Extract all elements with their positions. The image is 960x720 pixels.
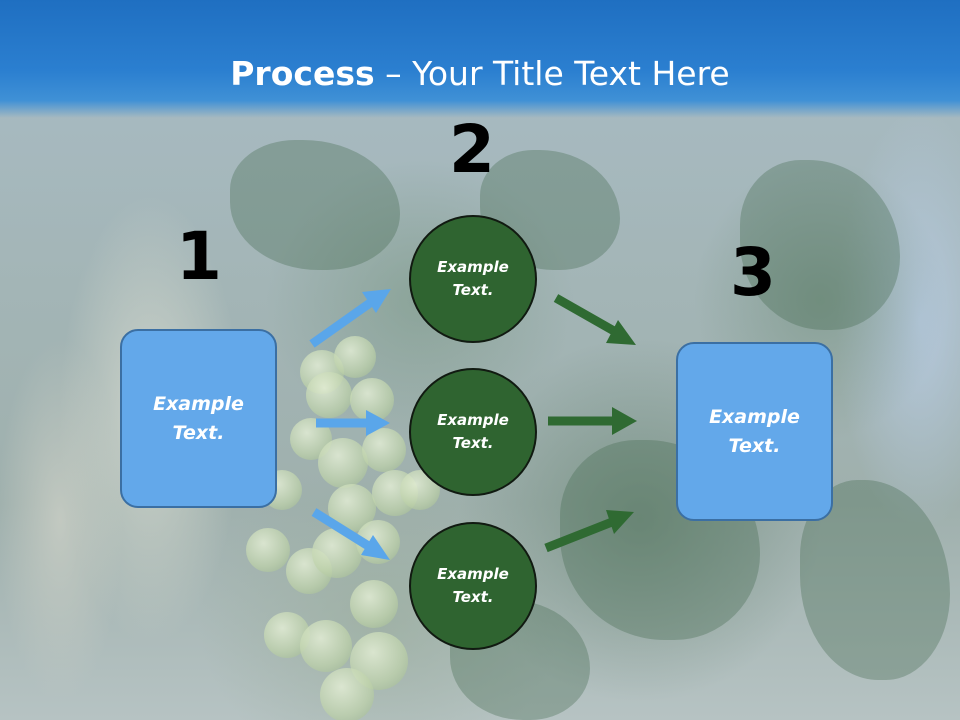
circle-top-text: Example Text. [437,258,509,299]
title-bar [0,0,960,118]
left-box[interactable]: Example Text. [120,329,277,508]
title-bold: Process [230,54,375,93]
circle-bottom[interactable]: Example Text. [409,522,537,650]
slide-title[interactable]: Process – Your Title Text Here [0,54,960,94]
step-number-3: 3 [730,234,776,311]
right-box-text: Example Text. [709,405,800,457]
circle-middle-text: Example Text. [437,411,509,452]
title-rest: – Your Title Text Here [374,54,730,93]
right-box[interactable]: Example Text. [676,342,833,521]
left-box-text: Example Text. [153,392,244,444]
step-number-2: 2 [449,111,495,188]
circle-bottom-text: Example Text. [437,565,509,606]
circle-middle[interactable]: Example Text. [409,368,537,496]
circle-top[interactable]: Example Text. [409,215,537,343]
step-number-1: 1 [176,218,222,295]
